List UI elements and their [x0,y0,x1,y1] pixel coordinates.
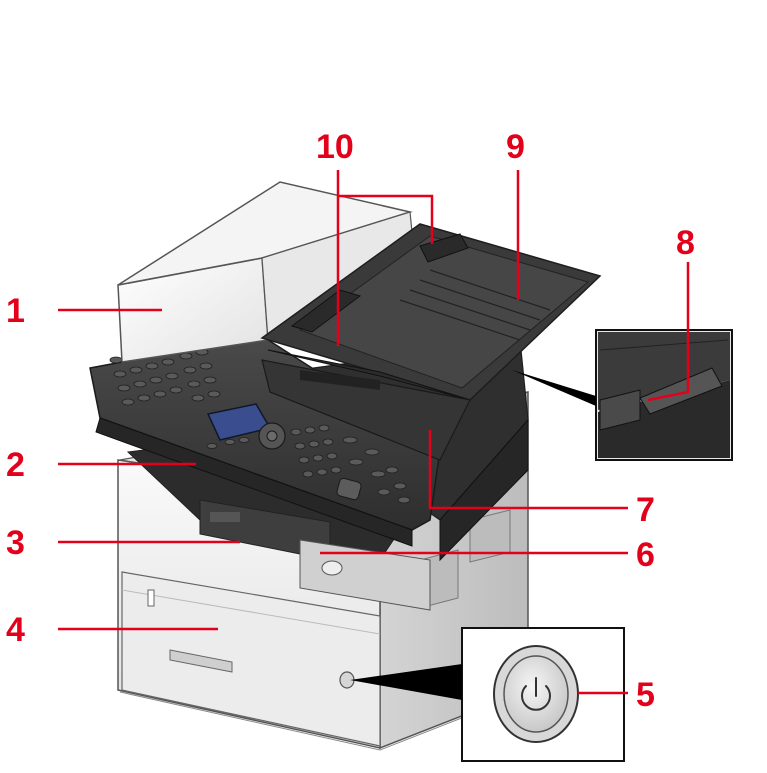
callout-3: 3 [6,524,25,562]
original-width-guide-left[interactable] [290,289,362,333]
callout-9: 9 [506,128,525,166]
callout-4: 4 [6,611,25,649]
leader-10b [338,194,434,244]
leader-7 [428,430,628,510]
power-icon [521,677,551,711]
callout-10: 10 [316,128,354,166]
callout-8: 8 [676,224,695,262]
callout-lines [58,170,690,695]
original-width-guide-right[interactable] [419,233,469,263]
callout-5: 5 [636,676,655,714]
original-eject-table [261,359,471,461]
callout-2: 2 [6,446,25,484]
start-key[interactable] [336,477,362,501]
callout-6: 6 [636,536,655,574]
inset-original-stopper [595,329,733,461]
leader-8 [647,262,690,402]
callout-7: 7 [636,491,655,529]
inset-power-switch [461,627,625,762]
callout-1: 1 [6,292,25,330]
callout-numbers: 1 2 3 4 5 6 7 8 9 10 [6,128,695,714]
paper-cassette [121,571,381,747]
panel-keys[interactable] [109,344,411,504]
printer-illustration [89,181,602,751]
cassette-handle [169,649,233,673]
